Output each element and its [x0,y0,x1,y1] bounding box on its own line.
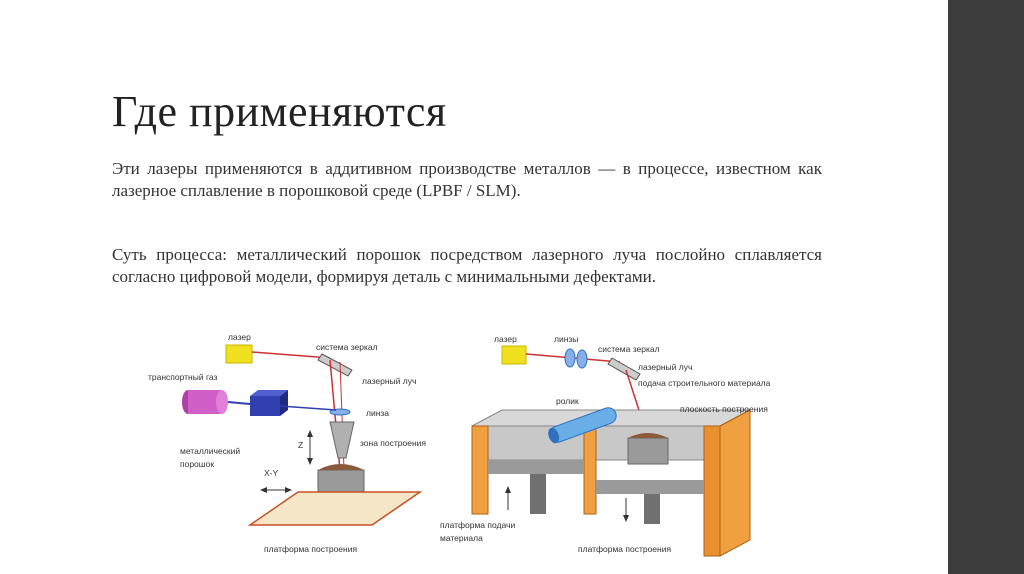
label-material-feed: подача строительного материала [638,378,771,388]
label-lens: линза [366,408,389,418]
label-feed-platform-2: материала [440,533,483,543]
label-z-axis: Z [298,440,303,450]
laser-beam-line [251,351,331,359]
label-metal-powder-2: порошок [180,459,214,469]
paragraph-process: Суть процесса: металлический порошок пос… [112,245,822,286]
lens-icon [564,348,576,368]
mirror-icon [607,357,641,381]
label-build-platform: платформа построения [578,544,671,554]
label-lenses: линзы [554,334,578,344]
powder-block [250,396,280,416]
label-roller: ролик [556,396,579,406]
build-platform [247,491,423,526]
lpbf-diagram-right: лазер линзы система зеркал лазерный луч … [440,334,771,557]
label-laser: лазер [228,332,251,342]
label-laser-beam: лазерный луч [362,376,416,386]
chamber-wall-right [719,409,751,557]
chamber-wall-left [471,425,489,515]
page-title: Где применяются [112,87,447,136]
label-build-platform: платформа построения [264,544,357,554]
paragraph-intro: Эти лазеры применяются в аддитивном прои… [112,159,822,200]
label-laser-beam: лазерный луч [638,362,692,372]
mirror-icon [317,353,353,377]
nozzle [329,421,355,459]
label-transport-gas: транспортный газ [148,372,218,382]
label-build-plane: плоскость построения [680,404,768,414]
roller-icon [548,407,617,444]
label-xy-axis: X-Y [264,468,279,478]
presentation-sidebar [948,0,1024,574]
label-metal-powder-1: металлический [180,446,240,456]
laser-unit [501,345,527,365]
build-part [627,437,669,465]
label-laser: лазер [494,334,517,344]
label-mirrors: система зеркал [316,342,378,352]
laser-unit [225,344,253,364]
label-mirrors: система зеркал [598,344,660,354]
build-piston [644,494,660,524]
lpbf-diagram-left: лазер система зеркал транспортный газ ла… [148,332,426,554]
label-feed-platform-1: платформа подачи [440,520,515,530]
label-build-zone: зона построения [360,438,426,448]
feed-piston [530,474,546,514]
